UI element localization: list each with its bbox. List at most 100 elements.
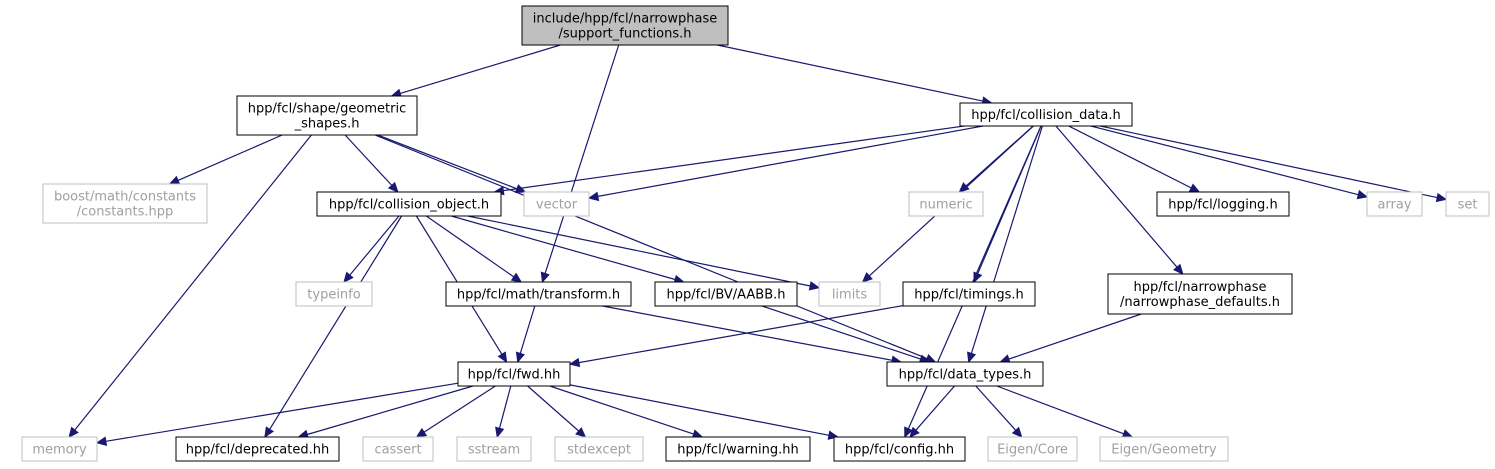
edge-arrowhead [808, 281, 821, 291]
node-label: hpp/fcl/config.hh [845, 443, 954, 458]
node-config[interactable]: hpp/fcl/config.hh [833, 436, 966, 462]
edge-collision_object-to-limits [467, 215, 821, 291]
edge-line [425, 215, 515, 278]
node-narrowphase-defaults[interactable]: hpp/fcl/narrowphase/narrowphase_defaults… [1107, 273, 1293, 315]
node-array: array [1366, 191, 1423, 217]
node-data-types[interactable]: hpp/fcl/data_types.h [886, 361, 1044, 387]
edge-data_types-to-eigen_geometry [996, 385, 1134, 439]
node-label: hpp/fcl/collision_object.h [329, 198, 489, 213]
edge-arrowhead [540, 271, 550, 284]
node-box [521, 5, 729, 46]
edge-fwd-to-memory [95, 382, 459, 446]
edge-arrowhead [343, 271, 354, 283]
edge-arrowhead [1188, 183, 1201, 193]
edge-fwd-to-config [569, 384, 840, 440]
node-box [362, 436, 434, 462]
edge-narrowphase_defaults-to-data_types [999, 313, 1142, 364]
edge-line [105, 382, 459, 442]
edge-line [269, 215, 403, 430]
node-box [554, 436, 644, 462]
node-collision-data[interactable]: hpp/fcl/collision_data.h [959, 102, 1133, 127]
node-label: hpp/fcl/warning.hh [677, 443, 799, 458]
edge-line [451, 215, 676, 281]
edge-line [498, 385, 512, 429]
node-box [959, 102, 1133, 127]
edge-line [519, 305, 536, 354]
node-box [818, 281, 881, 307]
node-cassert: cassert [362, 436, 434, 462]
edge-arrowhead [904, 426, 913, 439]
edge-data_types-to-config [909, 385, 955, 438]
node-box [1156, 191, 1290, 217]
node-set: set [1445, 191, 1490, 217]
node-box [42, 183, 208, 224]
edge-collision_data-to-logging [1068, 125, 1201, 193]
edge-arrowhead [587, 191, 600, 202]
edge-line [467, 215, 811, 287]
node-transform[interactable]: hpp/fcl/math/transform.h [445, 281, 632, 307]
node-label: hpp/fcl/data_types.h [899, 368, 1032, 383]
edge-line [374, 134, 928, 360]
edge-fwd-to-warning [549, 385, 704, 439]
edge-geometric_shapes-to-boost_constants [168, 134, 283, 185]
edge-arrowhead [497, 351, 508, 364]
node-box [523, 191, 590, 217]
edge-line [349, 215, 400, 276]
node-label: set [1458, 198, 1478, 213]
node-logging[interactable]: hpp/fcl/logging.h [1156, 191, 1290, 217]
node-label: numeric [919, 198, 972, 213]
node-label: Eigen/Geometry [1111, 443, 1217, 458]
edge-collision_object-to-deprecated [264, 215, 403, 439]
edge-arrowhead [1121, 429, 1134, 439]
node-box [1445, 191, 1490, 217]
edge-arrowhead [68, 426, 79, 438]
edge-line [74, 134, 312, 431]
node-label: boost/math/constants [54, 190, 196, 205]
node-label: vector [536, 198, 578, 213]
node-limits: limits [818, 281, 881, 307]
edge-line [177, 134, 283, 181]
node-box [1107, 273, 1293, 315]
edge-arrowhead [387, 181, 399, 193]
node-timings[interactable]: hpp/fcl/timings.h [902, 281, 1036, 307]
edge-geometric_shapes-to-memory [68, 134, 312, 438]
edge-collision_object-to-typeinfo [343, 215, 400, 283]
edge-geometric_shapes-to-vector [377, 134, 527, 194]
edge-line [1100, 125, 1438, 199]
edge-arrowhead [264, 426, 275, 439]
node-box [21, 436, 98, 462]
edge-line [597, 125, 984, 197]
node-label: /constants.hpp [77, 205, 174, 220]
nodes-layer: include/hpp/fcl/narrowphase/support_func… [21, 5, 1490, 462]
edge-line [996, 385, 1124, 435]
node-vector: vector [523, 191, 590, 217]
node-geometric-shapes[interactable]: hpp/fcl/shape/geometric_shapes.h [236, 95, 418, 136]
edge-arrowhead [510, 272, 523, 283]
edge-line [527, 385, 580, 432]
edge-line [1068, 125, 1192, 189]
edge-collision_data-to-vector [587, 125, 984, 202]
node-numeric: numeric [908, 191, 984, 217]
node-deprecated[interactable]: hpp/fcl/deprecated.hh [175, 436, 340, 462]
node-label: hpp/fcl/BV/AABB.h [667, 288, 786, 303]
edge-line [569, 384, 830, 436]
edge-line [578, 305, 904, 364]
edge-root-to-geometric_shapes [390, 44, 561, 98]
node-label: limits [832, 288, 868, 303]
edge-transform-to-fwd [515, 305, 536, 364]
edge-line [549, 385, 694, 435]
node-label: hpp/fcl/deprecated.hh [186, 443, 329, 458]
edge-line [400, 44, 561, 94]
node-warning[interactable]: hpp/fcl/warning.hh [665, 436, 811, 462]
node-fwd[interactable]: hpp/fcl/fwd.hh [457, 361, 571, 387]
node-root[interactable]: include/hpp/fcl/narrowphase/support_func… [521, 5, 729, 46]
edge-line [1090, 125, 1359, 196]
node-eigen-geometry: Eigen/Geometry [1099, 436, 1229, 462]
edge-line [423, 385, 496, 433]
node-box [456, 436, 532, 462]
node-aabb[interactable]: hpp/fcl/BV/AABB.h [654, 281, 798, 307]
node-collision-object[interactable]: hpp/fcl/collision_object.h [316, 191, 502, 217]
node-label: /support_functions.h [558, 27, 691, 42]
edge-arrowhead [1435, 192, 1448, 203]
